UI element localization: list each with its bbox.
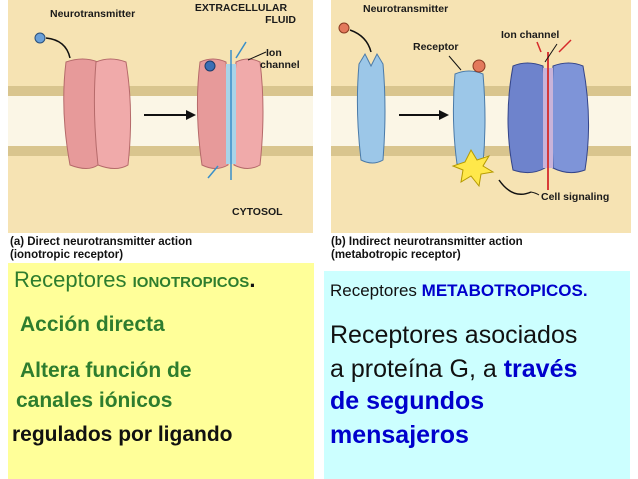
diagram-metabotropic: Neurotransmitter Ion channel Receptor Ce…	[331, 0, 631, 233]
label-neurotransmitter: Neurotransmitter	[363, 3, 449, 15]
open-ion-channel	[196, 50, 264, 180]
line-alters-function: Altera función de	[20, 359, 192, 382]
title-bold: METABOTROPICOS.	[421, 281, 588, 300]
caption-b-line2: (metabotropic receptor)	[331, 249, 461, 261]
label-channel: channel	[260, 59, 300, 71]
diagram-ionotropic: Neurotransmitter EXTRACELLULAR FLUID Ion…	[8, 0, 313, 233]
g-protein-burst	[451, 148, 495, 188]
label-ion-channel: Ion channel	[501, 29, 560, 41]
caption-a-line1: (a) Direct neurotransmitter action	[10, 236, 193, 248]
binding-arrow	[45, 37, 71, 59]
label-fluid: FLUID	[265, 14, 296, 26]
membrane	[8, 86, 313, 156]
title-dot: .	[249, 267, 256, 292]
title-plain: Receptores	[14, 267, 133, 292]
title-ionotropic: Receptores IONOTROPICOS.	[14, 267, 255, 293]
neurotransmitter-dot	[338, 22, 350, 34]
line-g-protein-bold: través	[503, 355, 578, 383]
label-cytosol: CYTOSOL	[232, 206, 283, 218]
line-second: de segundos	[330, 387, 485, 415]
ion-channel	[507, 52, 590, 190]
title-metabotropic: Receptores METABOTROPICOS.	[330, 281, 588, 301]
line-direct-action: Acción directa	[20, 313, 165, 336]
summary-metabotropic: Receptores METABOTROPICOS. Receptores as…	[324, 271, 630, 479]
metabotropic-illustration	[331, 22, 631, 196]
line-messengers: mensajeros	[330, 421, 469, 449]
caption-b-line1: (b) Indirect neurotransmitter action	[331, 236, 523, 248]
title-bold: IONOTROPICOS	[132, 274, 250, 291]
line-g-protein: a proteína G, a través	[330, 355, 577, 384]
label-ion: Ion	[266, 47, 282, 59]
neurotransmitter-dot	[34, 32, 46, 44]
label-cell-signaling: Cell signaling	[541, 191, 610, 203]
line-g-protein-plain: a proteína G, a	[330, 355, 504, 383]
ionotropic-illustration	[8, 32, 313, 180]
title-plain: Receptores	[330, 281, 422, 300]
label-extracellular: EXTRACELLULAR	[194, 2, 288, 14]
label-neurotransmitter: Neurotransmitter	[50, 8, 136, 20]
line-associated-receptors: Receptores asociados	[330, 321, 578, 349]
closed-ion-channel	[63, 58, 132, 169]
label-receptor: Receptor	[413, 41, 459, 53]
caption-a-line2: (ionotropic receptor)	[10, 249, 124, 261]
line-ligand-gated: regulados por ligando	[12, 423, 233, 446]
line-ion-channels: canales iónicos	[16, 389, 173, 412]
receptor-left	[356, 52, 386, 164]
summary-ionotropic: Receptores IONOTROPICOS. Acción directa …	[8, 263, 314, 479]
